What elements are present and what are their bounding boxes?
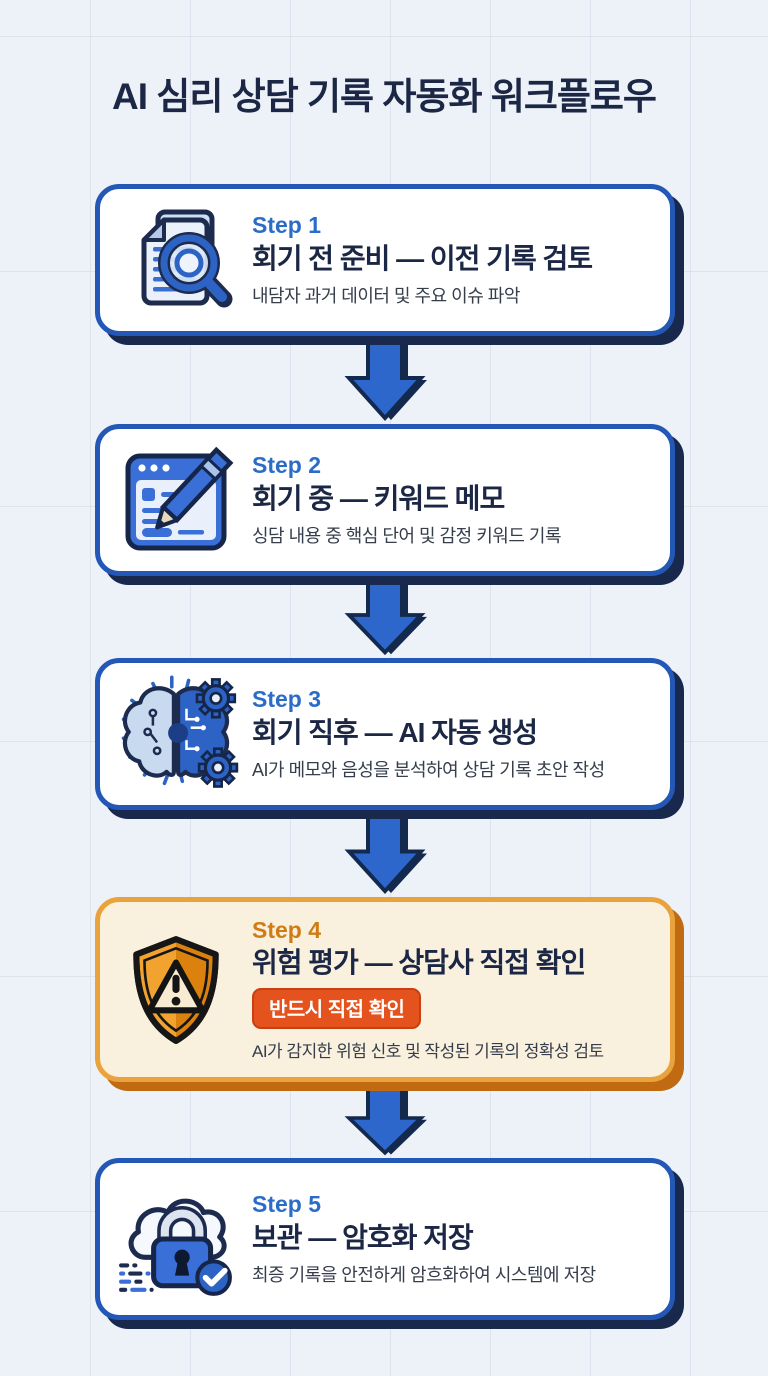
step-title: 회기 전 준비 — 이전 기록 검토 [252,242,593,274]
page-title: AI 심리 상담 기록 자동화 워크플로우 [112,76,657,117]
step-card-4: Step 4 위험 평가 — 상담사 직접 확인 반드시 직접 확인 AI가 감… [95,897,675,1082]
step-description: AI가 감지한 위험 신호 및 작성된 기록의 정확성 검토 [252,1042,604,1062]
mandatory-check-badge: 반드시 직접 확인 [252,988,422,1030]
down-arrow-icon [343,806,427,897]
step-title: 회기 중 — 키워드 메모 [252,482,505,514]
step-description: 최증 기록을 안전하게 암흐화하여 시스템에 저장 [252,1264,596,1285]
step-label: Step 1 [252,212,322,239]
cloud-lock-icon [100,1178,252,1300]
step-title: 위험 평가 — 상담사 직접 확인 [252,947,586,979]
down-arrow-icon [343,572,427,658]
step-description: AI가 메모와 음성을 분석하여 상담 기록 초안 작성 [252,759,605,780]
step-card-1: Step 1 회기 전 준비 — 이전 기록 검토 내담자 과거 데이터 및 주… [95,184,675,336]
step-title: 회기 직후 — AI 자동 생성 [252,716,538,748]
step-card-2: Step 2 회기 중 — 키워드 메모 싱담 내용 중 핵심 단어 및 감정 … [95,424,675,576]
step-title: 보관 — 암호화 저장 [252,1221,474,1253]
step-description: 내담자 과거 데이터 및 주요 이슈 파악 [252,285,520,306]
step-label: Step 2 [252,452,322,479]
step-card-5: Step 5 보관 — 암호화 저장 최증 기록을 안전하게 암흐화하여 시스템… [95,1158,675,1320]
documents-magnifier-icon [100,200,252,320]
step-label: Step 5 [252,1191,322,1218]
step-description: 싱담 내용 중 핵심 단어 및 감정 키워드 기록 [252,525,562,546]
warning-shield-icon [100,929,252,1051]
down-arrow-icon [343,1078,427,1158]
notepad-pencil-icon [100,440,252,560]
down-arrow-icon [343,332,427,424]
step-label: Step 4 [252,916,322,943]
ai-brain-gears-icon [100,671,252,797]
step-label: Step 3 [252,686,322,713]
step-card-3: Step 3 회기 직후 — AI 자동 생성 AI가 메모와 음성을 분석하여… [95,658,675,810]
